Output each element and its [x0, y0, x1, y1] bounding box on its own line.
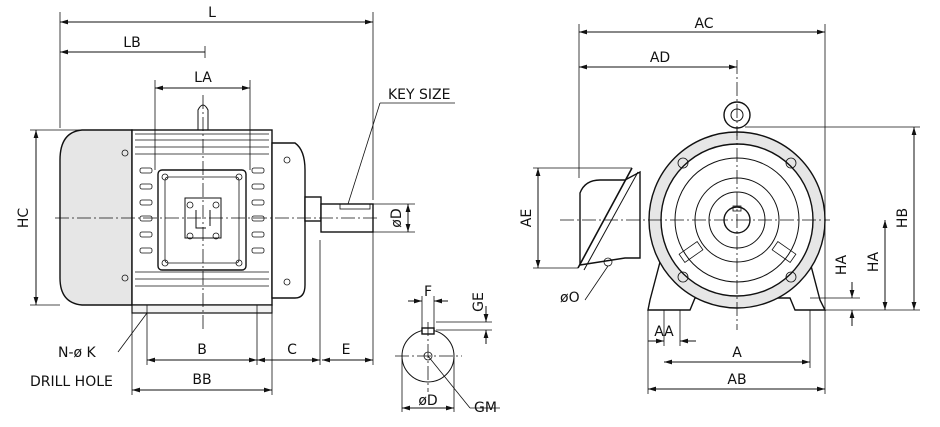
terminal-box: [157, 169, 247, 271]
dim-F: F: [424, 284, 432, 300]
drill-hole-label: DRILL HOLE: [30, 374, 113, 390]
dim-BB: BB: [192, 372, 211, 388]
key-size-label: KEY SIZE: [388, 87, 450, 103]
terminal-cover: [577, 167, 633, 269]
shaft-section: F GE øD GM: [395, 284, 500, 416]
dim-AB: AB: [727, 372, 746, 388]
bearing-cap: [304, 196, 322, 222]
dim-LA: LA: [194, 70, 212, 86]
dim-A: A: [732, 345, 742, 361]
dim-LB: LB: [123, 35, 140, 51]
dim-HB: HB: [895, 208, 911, 228]
side-view: L LB LA KEY SIZE HC øD N-ø K DRILL HOLE …: [16, 5, 455, 395]
terminal-box-front: [579, 170, 641, 266]
dim-C: C: [287, 342, 297, 358]
dim-HC: HC: [16, 208, 32, 229]
dim-AC: AC: [694, 16, 713, 32]
front-view: AC AD AE øO HB HA HA AA A: [519, 16, 920, 394]
feet: [131, 304, 273, 314]
dim-section-D: øD: [418, 393, 437, 409]
cooling-fins-side: [139, 167, 265, 254]
dim-shaft-D: øD: [389, 208, 405, 227]
fan-cover: [59, 129, 133, 306]
dim-O: øO: [560, 290, 580, 306]
dim-L: L: [208, 5, 216, 21]
cooling-fins-top: [135, 133, 269, 155]
dim-HA-small: HA: [834, 255, 850, 276]
front-endshield: [271, 142, 306, 299]
dim-GM: GM: [474, 400, 497, 416]
dim-AE: AE: [519, 209, 535, 227]
dim-E: E: [342, 342, 351, 358]
dim-HA: HA: [866, 252, 882, 273]
dim-AD: AD: [650, 50, 670, 66]
dim-B: B: [197, 342, 207, 358]
dim-AA: AA: [654, 324, 674, 340]
cooling-fins-bottom: [135, 271, 269, 287]
dim-N-K: N-ø K: [58, 345, 97, 361]
dim-GE: GE: [471, 292, 487, 312]
